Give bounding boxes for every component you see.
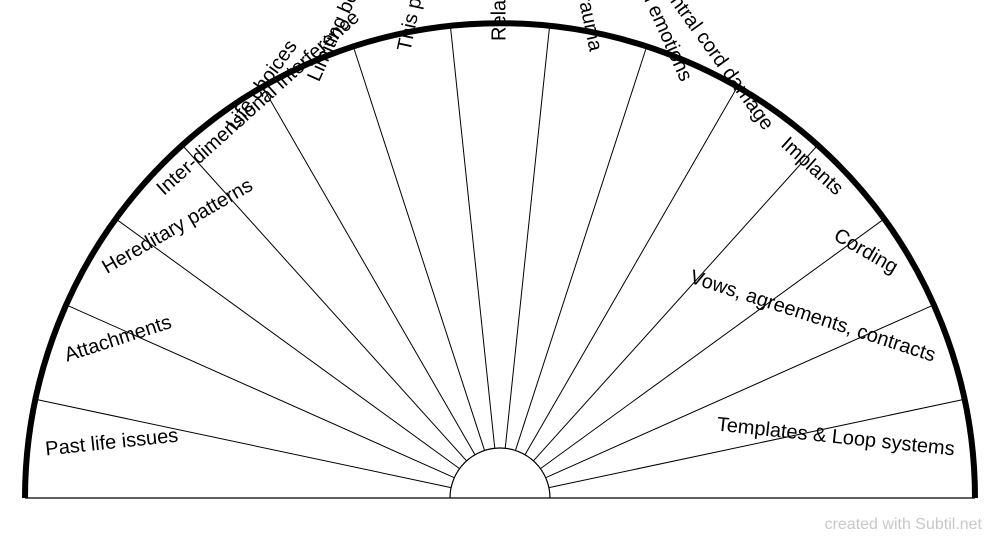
sector-divider [504, 25, 551, 449]
sector-divider [524, 86, 738, 455]
sector-divider [115, 218, 460, 470]
sector-divider [262, 86, 476, 455]
sector-label: Attachments [62, 311, 175, 366]
sector-divider [352, 46, 486, 451]
sector-label: Past life issues [44, 425, 179, 461]
sector-divider [533, 144, 819, 462]
sector-divider [35, 398, 452, 489]
outer-arc [22, 20, 978, 499]
sector-divider [65, 304, 455, 479]
sector-divider [545, 304, 935, 479]
sector-divider [514, 46, 648, 451]
sector-label: Vows, agreements, contracts [687, 266, 938, 366]
inner-arc [449, 447, 551, 499]
sector-divider [449, 25, 496, 449]
sector-label: Templates & Loop systems [716, 414, 956, 461]
sector-divider [548, 398, 965, 489]
watermark: created with Subtil.net [824, 516, 982, 533]
sector-divider [181, 144, 467, 462]
sector-label: Relationships [488, 0, 510, 41]
sector-divider [540, 218, 885, 470]
